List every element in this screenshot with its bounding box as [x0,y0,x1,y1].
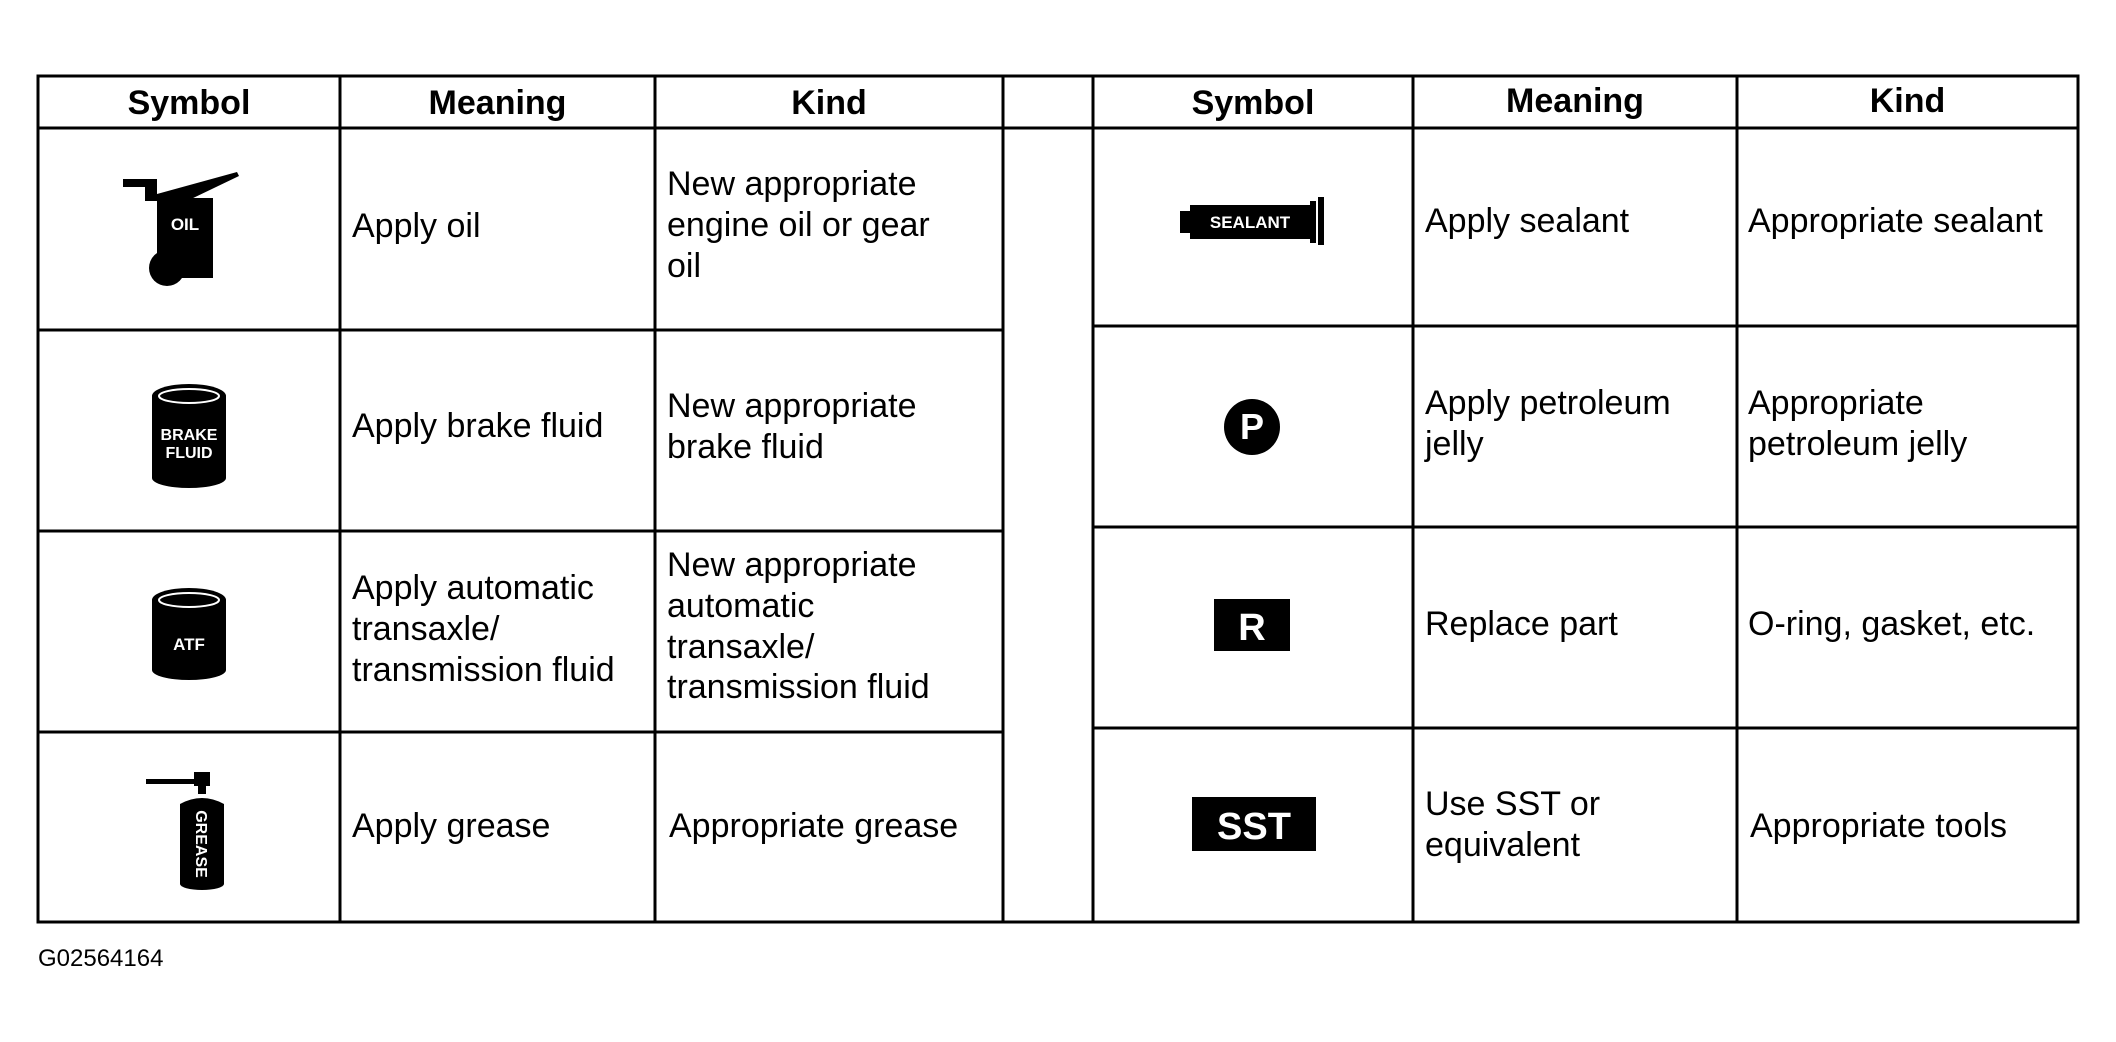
figure-code: G02564164 [38,945,164,972]
header-symbol-right: Symbol [1191,84,1315,122]
petroleum-jelly-icon: P [1224,399,1280,455]
header-meaning-right: Meaning [1506,82,1644,120]
kind-sealant: Appropriate sealant [1748,202,2043,240]
svg-text:P: P [1240,406,1264,447]
meaning-apply-petroleum-jelly: Apply petroleum jelly [1425,384,1671,463]
header-kind-right: Kind [1869,82,1946,120]
svg-text:R: R [1238,607,1265,649]
svg-text:GREASE: GREASE [192,810,209,878]
kind-grease: Appropriate grease [669,807,959,845]
svg-text:ATF: ATF [173,635,205,654]
meaning-replace-part: Replace part [1425,605,1618,643]
header-symbol-left: Symbol [127,84,251,122]
sst-icon: SST [1192,797,1316,851]
kind-brake-fluid: New appropriate brake fluid [667,387,917,466]
meaning-use-sst: Use SST or equivalent [1425,785,1601,864]
meaning-apply-brake-fluid: Apply brake fluid [352,407,604,445]
kind-atf: New appropriate automatic transaxle/ tra… [667,546,930,707]
meaning-apply-sealant: Apply sealant [1425,202,1630,240]
sealant-tube-icon: SEALANT [1180,197,1324,245]
kind-tools: Appropriate tools [1750,807,2008,845]
svg-text:BRAKE: BRAKE [161,427,218,444]
meaning-apply-atf: Apply automatic transaxle/ transmission … [352,569,615,689]
replace-part-icon: R [1214,599,1290,651]
svg-text:FLUID: FLUID [165,445,212,462]
grease-spray-icon: GREASE [146,772,224,890]
header-kind-left: Kind [791,84,867,122]
svg-text:OIL: OIL [171,215,199,234]
brake-fluid-can-icon: BRAKE FLUID [152,384,226,488]
kind-petroleum-jelly: Appropriate petroleum jelly [1748,384,1968,463]
svg-text:SST: SST [1217,806,1291,848]
header-meaning-left: Meaning [428,84,567,122]
meaning-apply-oil: Apply oil [352,207,481,245]
meaning-apply-grease: Apply grease [352,807,551,845]
kind-replace-part: O-ring, gasket, etc. [1748,605,2036,643]
oil-can-icon: OIL [123,172,239,286]
svg-text:SEALANT: SEALANT [1210,213,1291,232]
kind-engine-oil: New appropriate engine oil or gear oil [667,165,930,285]
atf-can-icon: ATF [152,588,226,680]
